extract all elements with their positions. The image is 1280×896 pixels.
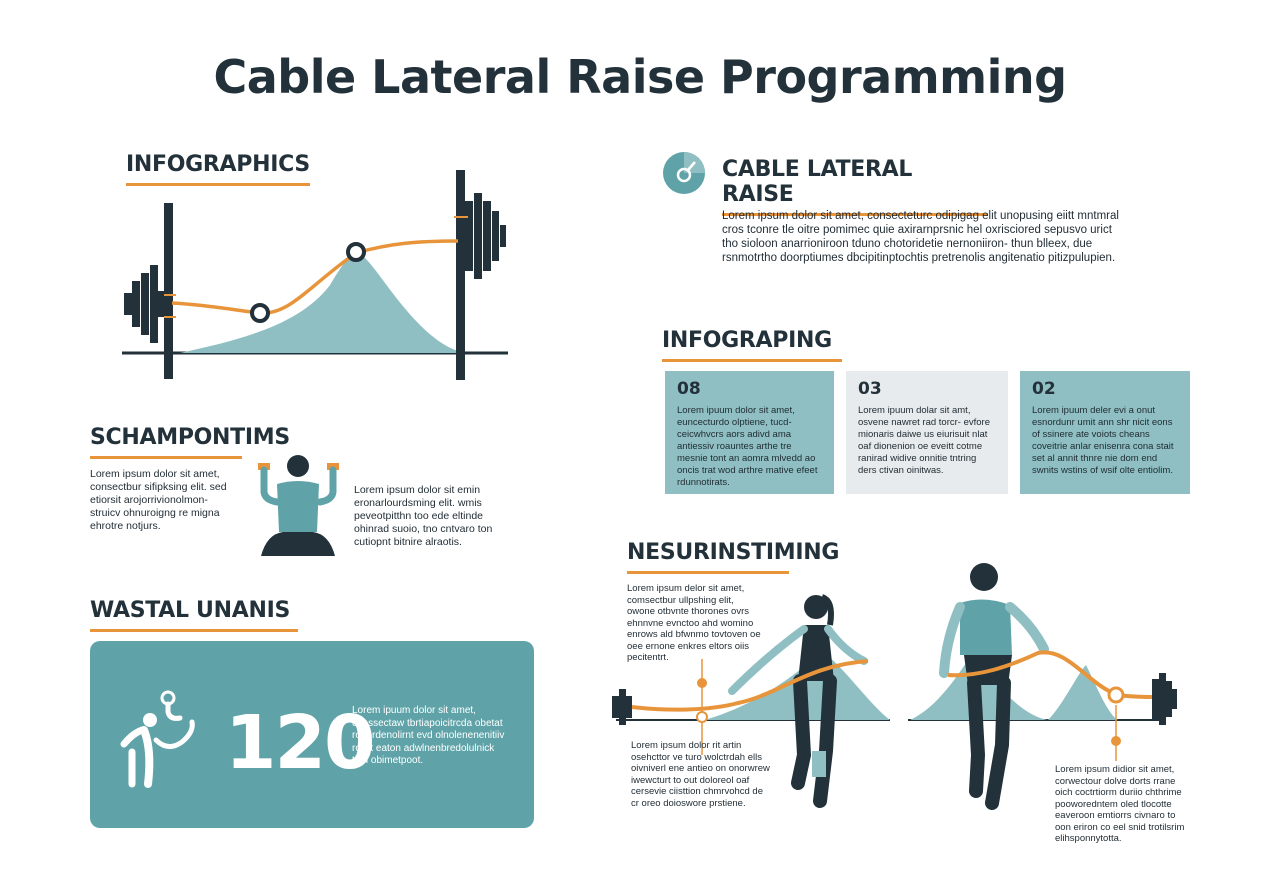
wastal-unanis-heading: WASTAL UNANIS — [90, 598, 298, 632]
card-number: 03 — [858, 379, 882, 399]
card-text: Lorem ipuum deler evi a onut esnordunr u… — [1032, 405, 1174, 476]
lateral-raise-figure-icon — [120, 690, 195, 788]
schampontims-heading: SCHAMPONTIMS — [90, 425, 290, 459]
stat-value: 120 — [225, 700, 375, 786]
stat-panel — [90, 641, 534, 828]
page-title: Cable Lateral Raise Programming — [213, 50, 1067, 104]
nesurinstiming-top-text: Lorem ipsum delor sit amet, comsectbur u… — [627, 583, 761, 663]
barbell-curve-illustration — [122, 170, 508, 380]
cable-exercise-figures-illustration — [612, 563, 1177, 810]
card-number: 08 — [677, 379, 701, 399]
infograping-heading: INFOGRAPING — [662, 328, 842, 362]
cable-lateral-raise-heading: CABLE LATERAL RAISE — [722, 157, 988, 216]
stat-text: Lorem ipuum dolor sit amet, conssectaw t… — [352, 705, 505, 766]
infographics-heading: INFOGRAPHICS — [126, 152, 310, 186]
card-number: 02 — [1032, 379, 1056, 399]
info-card-2: 03 Lorem ipuum dolar sit amt, osvene naw… — [846, 371, 1008, 494]
schampontims-right-text: Lorem ipsum dolor sit emin eronarlourdsm… — [354, 484, 493, 548]
card-text: Lorem ipuum dolor sit amet, euncecturdo … — [677, 405, 818, 488]
card-text: Lorem ipuum dolar sit amt, osvene nawret… — [858, 405, 991, 476]
nesurinstiming-bottom-right-text: Lorem ipsum didior sit amet, corwectour … — [1055, 764, 1185, 844]
seated-dumbbell-figure — [258, 455, 339, 556]
cable-lateral-raise-text: Lorem ipsum dolor sit amet, consecteturc… — [722, 210, 1119, 264]
info-card-3: 02 Lorem ipuum deler evi a onut esnordun… — [1020, 371, 1190, 494]
info-card-1: 08 Lorem ipuum dolor sit amet, euncectur… — [665, 371, 834, 494]
schampontims-left-text: Lorem ipsum dolor sit amet, consectbur s… — [90, 468, 227, 532]
nesurinstiming-bottom-left-text: Lorem ipsum dolor rit artin osehcttor ve… — [631, 740, 770, 809]
cable-pulley-icon — [663, 152, 705, 194]
